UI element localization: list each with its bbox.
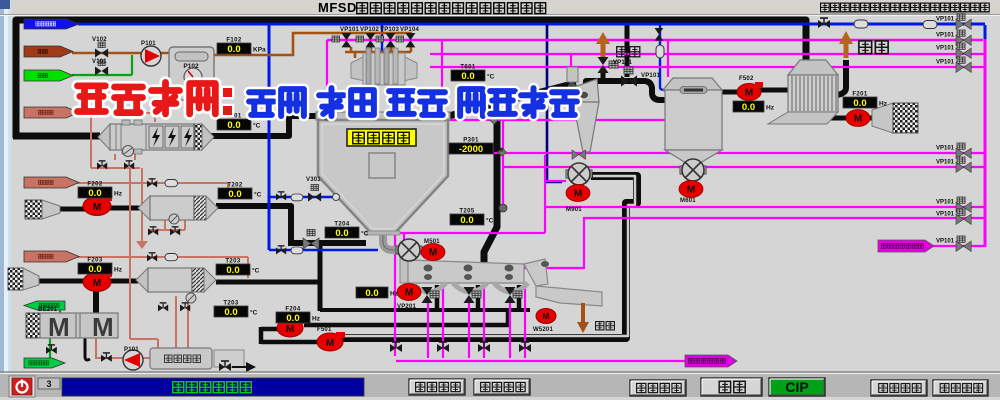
svg-text:0.0: 0.0 xyxy=(88,264,101,275)
svg-text:Hz: Hz xyxy=(312,316,321,323)
svg-text:VP102: VP102 xyxy=(360,27,379,33)
svg-text:°C: °C xyxy=(361,230,369,238)
svg-text:V101: V101 xyxy=(92,59,107,65)
svg-text:T205: T205 xyxy=(459,209,475,215)
svg-text:P102: P102 xyxy=(183,63,199,70)
svg-text:M: M xyxy=(93,278,101,289)
svg-text:-2000: -2000 xyxy=(459,144,483,155)
svg-text:F204: F204 xyxy=(285,307,301,313)
svg-text:F502: F502 xyxy=(739,76,754,82)
svg-text:P101: P101 xyxy=(124,347,139,353)
svg-text:M: M xyxy=(326,338,334,349)
svg-text:°C: °C xyxy=(252,267,260,275)
svg-text:M: M xyxy=(93,202,101,213)
svg-text:Hz: Hz xyxy=(766,105,775,112)
svg-text:VP201: VP201 xyxy=(397,304,416,310)
svg-text:0.0: 0.0 xyxy=(226,265,239,276)
svg-text:V301: V301 xyxy=(306,177,321,183)
svg-text:Hz: Hz xyxy=(390,291,399,298)
svg-text:M901: M901 xyxy=(566,207,582,213)
svg-text:0.0: 0.0 xyxy=(461,71,474,82)
svg-text:F201: F201 xyxy=(852,92,868,98)
svg-text:0.0: 0.0 xyxy=(286,313,299,324)
svg-text:VP101: VP101 xyxy=(936,200,955,206)
svg-text:V102: V102 xyxy=(92,37,107,43)
svg-text:VP101: VP101 xyxy=(936,146,955,152)
svg-text:BE201: BE201 xyxy=(38,307,58,313)
svg-text:T202: T202 xyxy=(227,183,243,189)
svg-text:M: M xyxy=(48,312,70,342)
svg-text:VP101: VP101 xyxy=(936,160,955,166)
svg-text:VP101: VP101 xyxy=(936,46,955,52)
svg-text:VP101: VP101 xyxy=(340,27,359,33)
svg-text:°C: °C xyxy=(486,217,494,225)
svg-text:0.0: 0.0 xyxy=(88,188,101,199)
svg-text:Hz: Hz xyxy=(114,191,123,198)
svg-text:M501: M501 xyxy=(424,239,440,245)
svg-text:F501: F501 xyxy=(317,327,332,333)
svg-text:T204: T204 xyxy=(334,222,350,228)
svg-text:VP104: VP104 xyxy=(400,27,419,33)
svg-text:F203: F203 xyxy=(87,258,103,264)
svg-text:MFSD: MFSD xyxy=(318,0,357,15)
svg-text:P301: P301 xyxy=(463,138,479,144)
svg-text:0.0: 0.0 xyxy=(335,228,348,239)
svg-text:M601: M601 xyxy=(680,198,696,204)
svg-text:VP101: VP101 xyxy=(936,17,955,23)
svg-text:°C: °C xyxy=(253,122,261,130)
svg-text:0.0: 0.0 xyxy=(227,120,240,131)
svg-text:VP101: VP101 xyxy=(936,239,955,245)
svg-text:3: 3 xyxy=(46,379,51,389)
svg-text:F102: F102 xyxy=(226,38,242,44)
svg-text:VP103: VP103 xyxy=(380,27,399,33)
svg-text:T203: T203 xyxy=(225,259,241,265)
svg-text:M: M xyxy=(745,88,753,99)
svg-text:Pa: Pa xyxy=(495,147,503,154)
svg-text:M: M xyxy=(286,324,294,335)
svg-text:M: M xyxy=(92,312,114,342)
svg-text:VP101: VP101 xyxy=(613,60,632,66)
svg-text:P101: P101 xyxy=(141,41,156,47)
svg-text:T601: T601 xyxy=(460,65,476,71)
svg-text:0.0: 0.0 xyxy=(228,189,241,200)
svg-text:0.0: 0.0 xyxy=(227,44,240,55)
svg-text:T203: T203 xyxy=(223,301,239,307)
svg-text:VP101: VP101 xyxy=(936,212,955,218)
svg-text:Hz: Hz xyxy=(879,101,888,108)
svg-text:F202: F202 xyxy=(87,182,103,188)
svg-text:°C: °C xyxy=(250,309,258,317)
svg-text:0.0: 0.0 xyxy=(742,102,755,113)
svg-text:CIP: CIP xyxy=(785,379,808,395)
svg-text:KPa: KPa xyxy=(253,47,266,54)
svg-text:VP101: VP101 xyxy=(641,73,660,79)
svg-text:0.0: 0.0 xyxy=(224,307,237,318)
svg-text:Hz: Hz xyxy=(114,267,123,274)
svg-text:0.0: 0.0 xyxy=(365,288,378,299)
svg-text:VP101: VP101 xyxy=(936,60,955,66)
svg-text:M: M xyxy=(543,312,550,321)
svg-text:0.0: 0.0 xyxy=(853,98,866,109)
svg-text:°C: °C xyxy=(487,73,495,81)
svg-text:0.0: 0.0 xyxy=(460,215,473,226)
svg-text:W5201: W5201 xyxy=(533,327,553,333)
svg-text:°C: °C xyxy=(254,191,262,199)
svg-text:VP101: VP101 xyxy=(936,33,955,39)
